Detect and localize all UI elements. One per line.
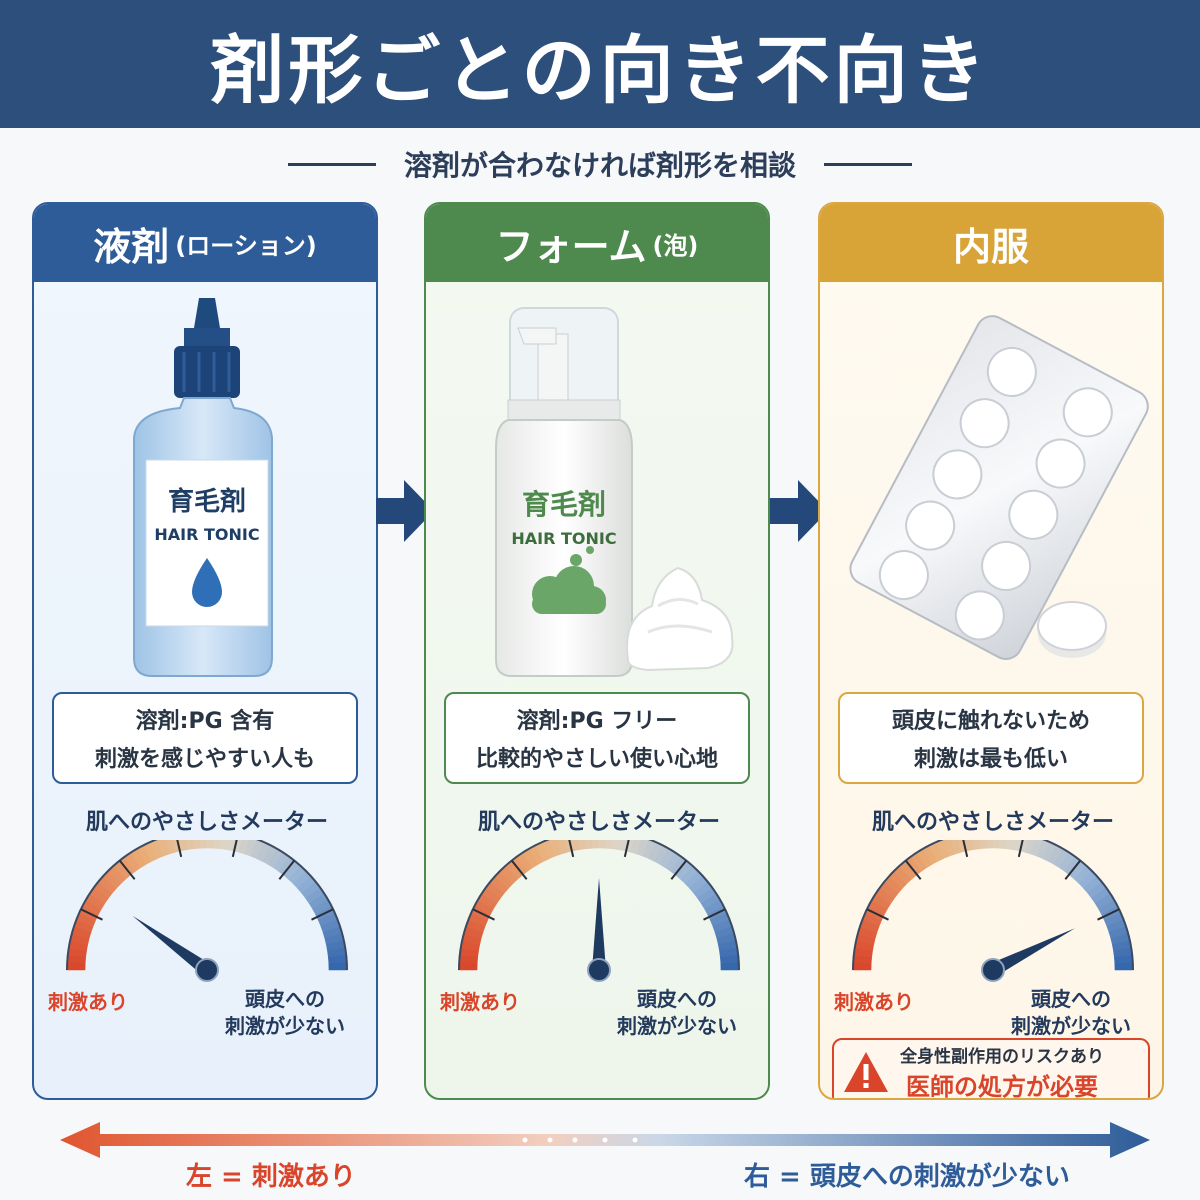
foam-product-name: 育毛剤 <box>522 488 606 521</box>
gauge-tick <box>1064 859 1082 880</box>
gauge-tick <box>1017 840 1024 858</box>
lotion-bottle-illustration: 育毛剤 HAIR TONIC <box>133 298 273 677</box>
gauge-tick <box>670 859 688 880</box>
gauge-tick <box>510 859 528 880</box>
gauge-tick <box>703 908 726 921</box>
panel-foam-info-line1: 溶剤:PG フリー <box>516 709 678 734</box>
panel-oral-title: 内服 <box>952 224 1029 269</box>
gauge-segment <box>1114 962 1134 971</box>
panel-oral-label-right-1: 頭皮への <box>1031 987 1111 1011</box>
panel-liquid-title: 液剤 <box>93 224 170 269</box>
panel-liquid-info-line1: 溶剤:PG 含有 <box>135 709 275 734</box>
scale-arrow <box>60 1122 1150 1158</box>
warning-box: 全身性副作用のリスクあり 医師の処方が必要 <box>832 1038 1150 1100</box>
pill-blister-illustration <box>849 315 1149 660</box>
panel-foam: フォーム (泡) 育毛剤 HAIR TONIC <box>424 202 770 1100</box>
gauge-segment <box>199 840 208 849</box>
panel-liquid-subtitle: (ローション) <box>175 231 317 260</box>
panel-liquid-label-right: 頭皮への 刺激が少ない <box>210 986 360 1040</box>
panel-oral-info-line2: 刺激は最も低い <box>913 747 1068 772</box>
chevron-right-icon <box>376 480 434 542</box>
gauge-segment <box>985 840 994 849</box>
water-drop-icon <box>192 558 222 607</box>
panel-foam-label-right: 頭皮への 刺激が少ない <box>602 986 752 1040</box>
panel-liquid-info-line2: 刺激を感じやすい人も <box>94 747 315 772</box>
foam-product-en: HAIR TONIC <box>511 529 616 548</box>
panel-liquid-header: 液剤 (ローション) <box>34 204 376 282</box>
gauge-tick <box>962 840 969 858</box>
subtitle-row: 溶剤が合わなければ剤形を相談 <box>0 140 1200 188</box>
panel-foam-label-right-2: 刺激が少ない <box>617 1014 737 1038</box>
gauge-tick <box>1097 908 1120 921</box>
gauge-tick <box>904 859 922 880</box>
warning-line2: 医師の処方が必要 <box>906 1073 1098 1100</box>
panel-oral-label-right: 頭皮への 刺激が少ない <box>996 986 1146 1040</box>
panel-oral: 内服 <box>818 202 1164 1100</box>
gauge-liquid <box>66 840 348 982</box>
gauge-tick <box>472 908 495 921</box>
panel-liquid: 液剤 (ローション) 育毛剤 HAIR TONIC 溶剤:PG 含有 刺激を感じ… <box>32 202 378 1100</box>
panel-oral-label-right-2: 刺激が少ない <box>1011 1014 1131 1038</box>
liquid-product-en: HAIR TONIC <box>154 525 259 544</box>
panel-liquid-info: 溶剤:PG 含有 刺激を感じやすい人も <box>52 692 358 784</box>
gauge-oral <box>852 840 1134 982</box>
scale-label-right: 右 = 頭皮への刺激が少ない <box>744 1162 1070 1192</box>
gauge-needle <box>592 878 606 970</box>
warning-line1: 全身性副作用のリスクあり <box>900 1047 1104 1067</box>
gauge-segment <box>328 962 348 971</box>
panel-liquid-label-right-2: 刺激が少ない <box>225 1014 345 1038</box>
gauge-foam <box>458 840 740 982</box>
panel-oral-header: 内服 <box>820 204 1162 282</box>
gauge-hub <box>981 958 1005 982</box>
foam-pile-icon <box>626 566 734 672</box>
panel-foam-label-left: 刺激あり <box>440 990 520 1014</box>
subtitle-rule-right <box>824 162 912 166</box>
panel-liquid-label-right-1: 頭皮への <box>245 987 325 1011</box>
liquid-product-name: 育毛剤 <box>168 486 246 517</box>
foam-cloud-icon <box>532 546 606 614</box>
panel-liquid-meter-title: 肌へのやさしさメーター <box>85 810 328 835</box>
gauge-hub <box>587 958 611 982</box>
title-banner: 剤形ごとの向き不向き <box>0 0 1200 128</box>
panel-foam-info: 溶剤:PG フリー 比較的やさしい使い心地 <box>444 692 750 784</box>
panel-foam-meter-title: 肌へのやさしさメーター <box>477 810 720 835</box>
gauge-tick <box>176 840 183 858</box>
panel-foam-info-line2: 比較的やさしい使い心地 <box>475 747 718 772</box>
gauge-segment <box>720 962 740 971</box>
panel-oral-info-line1: 頭皮に触れないため <box>891 709 1090 734</box>
scale-label-left: 左 = 刺激あり <box>186 1162 356 1192</box>
gauge-tick <box>568 840 575 858</box>
gauge-needle <box>989 928 1075 977</box>
gauge-tick <box>118 859 136 880</box>
gauge-tick <box>80 908 103 921</box>
gauge-outline <box>66 840 348 971</box>
panel-foam-subtitle: (泡) <box>652 231 699 260</box>
gauge-outline <box>852 840 1134 971</box>
gauge-tick <box>278 859 296 880</box>
panel-foam-title: フォーム <box>495 224 647 269</box>
subtitle-rule-left <box>287 162 376 166</box>
gauge-outline <box>458 840 740 971</box>
gauge-tick <box>311 908 334 921</box>
warning-icon <box>844 1052 888 1092</box>
gauge-tick <box>231 840 238 858</box>
panel-liquid-label-left: 刺激あり <box>48 990 128 1014</box>
gauge-tick <box>623 840 630 858</box>
gauge-hub <box>195 958 219 982</box>
panel-oral-label-left: 刺激あり <box>834 990 914 1014</box>
subtitle-text: 溶剤が合わなければ剤形を相談 <box>403 149 796 182</box>
loose-pill-icon <box>1037 601 1107 658</box>
foam-bottle-illustration: 育毛剤 HAIR TONIC <box>495 307 734 677</box>
page-title: 剤形ごとの向き不向き <box>210 27 990 114</box>
panel-oral-meter-title: 肌へのやさしさメーター <box>871 810 1114 835</box>
panel-oral-info: 頭皮に触れないため 刺激は最も低い <box>838 692 1144 784</box>
panel-foam-label-right-1: 頭皮への <box>637 987 717 1011</box>
pill-icon <box>878 346 1113 641</box>
chevron-right-icon <box>770 480 828 542</box>
gauge-segment <box>591 840 600 849</box>
gauge-tick <box>866 908 889 921</box>
panel-foam-header: フォーム (泡) <box>426 204 768 282</box>
gauge-needle <box>132 915 212 976</box>
